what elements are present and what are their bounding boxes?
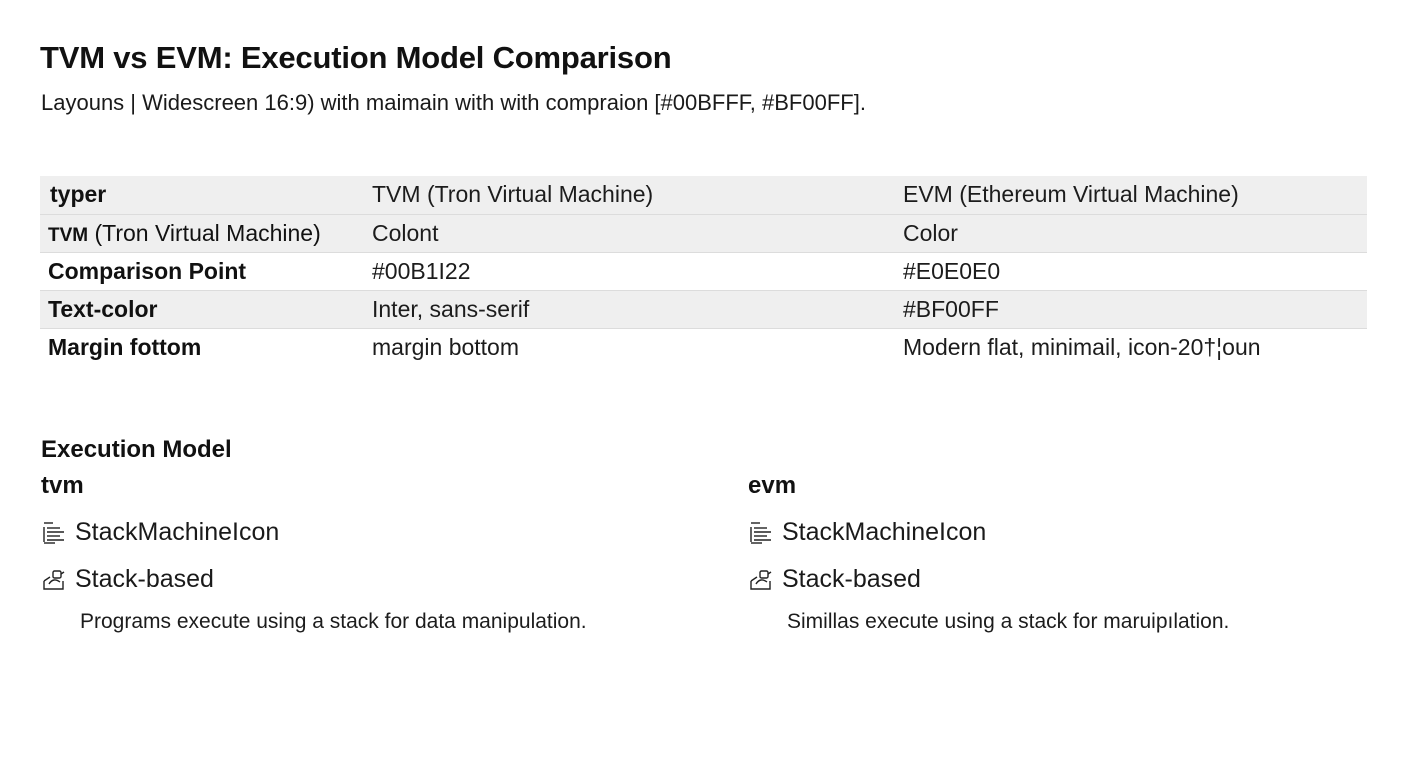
tvm-column: tvm StackMachineIcon Stack-based Program… [41, 472, 661, 634]
table-cell: Comparison Point [48, 257, 247, 284]
column-description: Simillas execute using a stack for marui… [787, 610, 1230, 633]
table-cell: #BF00FF [903, 295, 999, 322]
table-row: Text-color Inter, sans-serif #BF00FF [40, 290, 1367, 328]
table-cell: #00B1I22 [372, 257, 471, 284]
stack-machine-icon [750, 521, 771, 544]
column-heading: tvm [41, 472, 84, 499]
stack-machine-line: StackMachineIcon [748, 518, 1368, 547]
stack-based-icon [43, 569, 65, 590]
table-cell: Colont [372, 219, 439, 246]
stack-based-icon [750, 569, 772, 590]
table-cell: TVM (Tron Virtual Machine) [372, 181, 654, 208]
page-subtitle: Layouns | Widescreen 16:9) with maimain … [41, 90, 866, 115]
execution-model-title: Execution Model [41, 436, 232, 463]
stack-based-label: Stack-based [782, 565, 921, 593]
table-cell: margin bottom [372, 333, 520, 360]
table-cell: #E0E0E0 [903, 257, 1001, 284]
table-cell: Text-color [48, 295, 158, 322]
table-cell: typer [50, 181, 107, 208]
page-title: TVM vs EVM: Execution Model Comparison [40, 40, 672, 75]
table-row: TVM (Tron Virtual Machine) Colont Color [40, 214, 1367, 252]
evm-column: evm StackMachineIcon Stack-based Similla… [748, 472, 1368, 634]
column-heading: evm [748, 472, 797, 499]
stack-based-line: Stack-based [41, 565, 661, 594]
column-description: Programs execute using a stack for data … [80, 610, 587, 633]
stack-based-label: Stack-based [75, 565, 214, 593]
cell-bold-word: TVM [48, 224, 89, 246]
table-cell: Color [903, 219, 958, 246]
stack-machine-line: StackMachineIcon [41, 518, 661, 547]
table-row: Margin fottom margin bottom Modern flat,… [40, 328, 1367, 366]
stack-based-line: Stack-based [748, 565, 1368, 594]
table-row: Comparison Point #00B1I22 #E0E0E0 [40, 252, 1367, 290]
table-cell: Margin fottom [48, 333, 202, 360]
table-cell: Modern flat, minimail, icon-20†¦oun [903, 333, 1261, 360]
table-cell: Inter, sans-serif [372, 295, 530, 322]
stack-machine-label: StackMachineIcon [75, 518, 280, 546]
comparison-table: typer TVM (Tron Virtual Machine) EVM (Et… [40, 176, 1367, 366]
table-row: typer TVM (Tron Virtual Machine) EVM (Et… [40, 176, 1367, 214]
stack-machine-label: StackMachineIcon [782, 518, 987, 546]
stack-machine-icon [43, 521, 64, 544]
cell-text: (Tron Virtual Machine) [88, 219, 321, 246]
table-cell: EVM (Ethereum Virtual Machine) [903, 181, 1239, 208]
table-cell: TVM (Tron Virtual Machine) [40, 214, 364, 252]
